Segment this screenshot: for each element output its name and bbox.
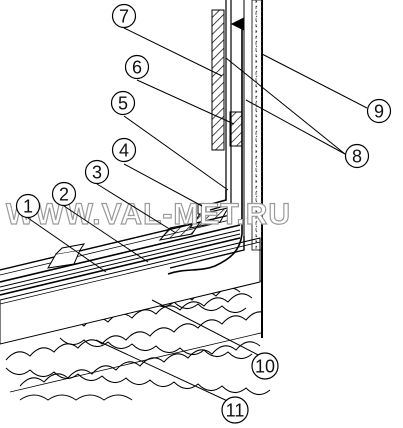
svg-text:5: 5 — [118, 94, 128, 114]
leader-lines — [27, 27, 368, 405]
svg-text:10: 10 — [255, 357, 275, 377]
wall-structure — [251, 0, 403, 338]
svg-text:2: 2 — [59, 185, 69, 205]
callout-10: 10 — [251, 352, 279, 380]
svg-text:11: 11 — [226, 401, 245, 421]
callout-7: 7 — [111, 3, 137, 29]
callout-11: 11 — [221, 396, 249, 424]
callout-1: 1 — [15, 193, 41, 219]
junction-flashing — [169, 190, 245, 269]
watermark-text: WWW.VAL-MET.RU — [6, 198, 291, 231]
roof-battens — [47, 203, 229, 269]
svg-text:6: 6 — [132, 58, 142, 78]
svg-text:7: 7 — [119, 7, 129, 27]
callout-8: 8 — [344, 143, 370, 169]
airflow-arrow — [167, 17, 244, 275]
callout-5: 5 — [110, 90, 136, 116]
svg-text:4: 4 — [119, 141, 129, 161]
callout-9: 9 — [366, 98, 392, 124]
svg-text:9: 9 — [374, 102, 384, 122]
roof-base-layer — [0, 237, 261, 345]
callout-2: 2 — [51, 181, 77, 207]
callout-6: 6 — [124, 54, 150, 80]
roof-covering-layers — [0, 214, 241, 296]
svg-text:8: 8 — [352, 147, 362, 167]
svg-text:3: 3 — [92, 163, 102, 183]
svg-text:1: 1 — [23, 197, 33, 217]
callout-4: 4 — [111, 137, 137, 163]
callout-3: 3 — [84, 159, 110, 185]
